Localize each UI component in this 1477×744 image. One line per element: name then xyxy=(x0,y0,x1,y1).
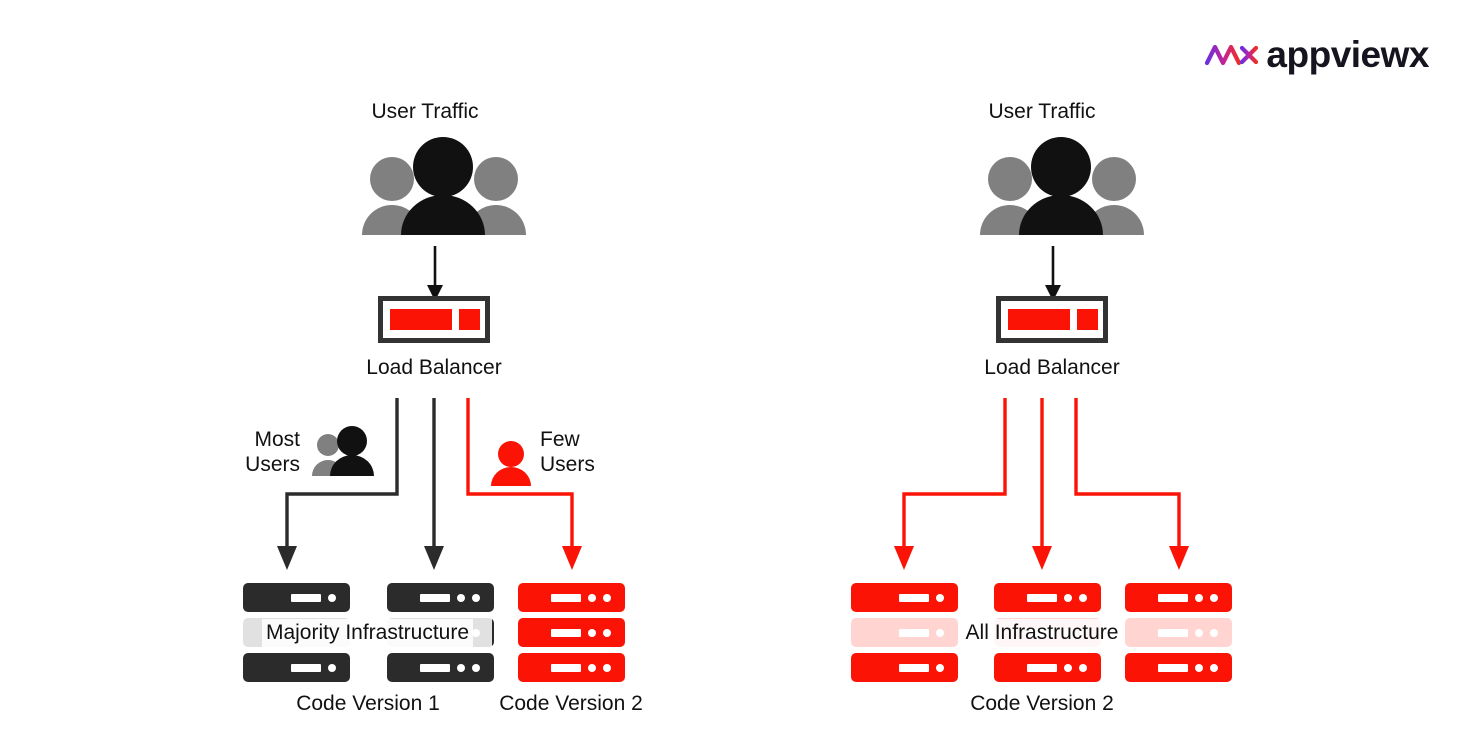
server-node xyxy=(518,653,625,682)
server-bar-icon xyxy=(291,593,321,602)
server-node xyxy=(851,583,958,612)
majority-infrastructure-label-wrap: Majority Infrastructure xyxy=(243,618,492,648)
code-version-2-label: Code Version 2 xyxy=(499,692,643,715)
code-version-2-full-label: Code Version 2 xyxy=(970,692,1114,715)
server-node xyxy=(1125,653,1232,682)
server-led-icon xyxy=(1195,593,1203,602)
server-node xyxy=(387,653,494,682)
user-group-icon-right xyxy=(970,137,1154,235)
server-led-icon xyxy=(1064,593,1072,602)
canary-deployment-diagram: User Traffic Load Balancer xyxy=(0,0,700,744)
few-users-line-2: Users xyxy=(540,452,595,476)
server-bar-icon xyxy=(551,663,581,672)
traffic-to-lb-arrow-left xyxy=(420,246,450,302)
lb-bar-secondary xyxy=(459,309,480,330)
lb-bar-primary xyxy=(1008,309,1070,330)
load-balancer-label-left: Load Balancer xyxy=(366,356,502,379)
server-bar-icon xyxy=(291,663,321,672)
server-led-icon xyxy=(603,628,611,637)
server-led-icon xyxy=(457,663,465,672)
majority-infrastructure-label: Majority Infrastructure xyxy=(261,619,474,647)
all-infrastructure-label-wrap: All Infrastructure xyxy=(851,618,1233,648)
server-led-icon xyxy=(588,663,596,672)
appviewx-logo: appviewx xyxy=(1205,34,1429,75)
most-users-line-1: Most xyxy=(254,428,300,451)
server-bar-icon xyxy=(1158,663,1188,672)
server-led-icon xyxy=(588,628,596,637)
lb-bar-primary xyxy=(390,309,452,330)
server-node xyxy=(851,653,958,682)
server-bar-icon xyxy=(1027,593,1057,602)
server-led-icon xyxy=(1195,663,1203,672)
server-bar-icon xyxy=(899,593,929,602)
full-rollout-diagram: User Traffic Load Balancer xyxy=(760,0,1477,744)
load-balancer-right xyxy=(996,296,1108,343)
server-led-icon xyxy=(1210,593,1218,602)
few-users-line-1: Few xyxy=(540,428,580,451)
server-node xyxy=(994,653,1101,682)
server-node xyxy=(243,583,350,612)
user-traffic-label-right: User Traffic xyxy=(988,100,1096,123)
server-node xyxy=(518,583,625,612)
appviewx-wordmark: appviewx xyxy=(1266,34,1429,75)
server-led-icon xyxy=(472,663,480,672)
server-node xyxy=(243,653,350,682)
server-led-icon xyxy=(472,593,480,602)
server-bar-icon xyxy=(551,593,581,602)
most-users-line-2: Users xyxy=(245,452,300,476)
server-led-icon xyxy=(936,593,944,602)
server-led-icon xyxy=(603,593,611,602)
routing-lines-left xyxy=(260,398,620,578)
server-led-icon xyxy=(1079,593,1087,602)
single-user-icon xyxy=(488,440,534,486)
server-led-icon xyxy=(1064,663,1072,672)
server-node xyxy=(387,583,494,612)
lb-bar-secondary xyxy=(1077,309,1098,330)
server-bar-icon xyxy=(420,663,450,672)
server-node xyxy=(994,583,1101,612)
server-led-icon xyxy=(328,663,336,672)
few-users-label: Few Users xyxy=(540,428,630,478)
all-infrastructure-label: All Infrastructure xyxy=(961,619,1123,647)
server-bar-icon xyxy=(551,628,581,637)
traffic-to-lb-arrow-right xyxy=(1038,246,1068,302)
server-node xyxy=(1125,583,1232,612)
server-led-icon xyxy=(1210,663,1218,672)
server-column-3-left xyxy=(518,583,625,682)
user-traffic-label-left: User Traffic xyxy=(371,100,479,123)
code-version-1-label: Code Version 1 xyxy=(296,692,440,715)
load-balancer-label-right: Load Balancer xyxy=(984,356,1120,379)
routing-lines-right xyxy=(850,398,1270,578)
server-node xyxy=(518,618,625,647)
server-led-icon xyxy=(603,663,611,672)
most-users-label: Most Users xyxy=(220,428,300,478)
load-balancer-left xyxy=(378,296,490,343)
server-bar-icon xyxy=(420,593,450,602)
server-bar-icon xyxy=(1158,593,1188,602)
two-users-icon xyxy=(310,426,376,476)
server-led-icon xyxy=(457,593,465,602)
appviewx-wave-mark-icon xyxy=(1205,44,1259,65)
server-led-icon xyxy=(1079,663,1087,672)
server-bar-icon xyxy=(899,663,929,672)
server-led-icon xyxy=(936,663,944,672)
server-led-icon xyxy=(588,593,596,602)
user-group-icon-left xyxy=(352,137,536,235)
server-led-icon xyxy=(328,593,336,602)
server-bar-icon xyxy=(1027,663,1057,672)
